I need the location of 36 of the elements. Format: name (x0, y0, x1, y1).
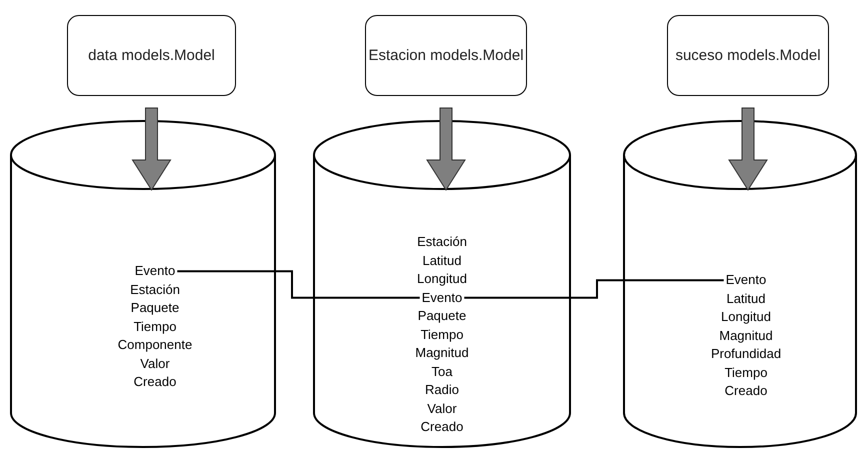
field-name: Valor (140, 354, 170, 373)
database-cylinder (623, 120, 857, 448)
field-name: Valor (427, 400, 457, 418)
field-name: Creado (420, 418, 464, 436)
field-name: Radio (425, 381, 459, 400)
field-name: Latitud (422, 252, 462, 270)
field-name: Estación (417, 233, 467, 252)
field-name: Longitud (721, 308, 771, 326)
database-cylinder (10, 120, 276, 448)
field-name: Tiempo (724, 364, 768, 382)
field-name: Toa (432, 362, 452, 381)
field-name: Latitud (726, 290, 766, 308)
field-name: Componente (118, 336, 192, 354)
block-arrow (728, 108, 768, 191)
block-arrow (132, 108, 172, 191)
field-name: Creado (134, 373, 176, 392)
model-box: Estacion models.Model (365, 15, 527, 96)
connector-line (177, 270, 420, 299)
field-name: Profundidad (710, 345, 782, 364)
database-cylinder (313, 120, 571, 448)
field-name: Evento (422, 288, 462, 307)
field-name: Tiempo (134, 318, 176, 336)
field-name: Paquete (130, 299, 180, 318)
field-name: Evento (134, 262, 176, 280)
field-name: Magnitud (415, 344, 469, 362)
field-name: Longitud (417, 270, 467, 288)
field-name: Magnitud (719, 326, 773, 345)
field-name: Tiempo (420, 326, 464, 344)
model-box: data models.Model (67, 15, 236, 96)
block-arrow (426, 108, 466, 191)
field-name: Creado (724, 382, 768, 400)
field-name: Estación (130, 280, 180, 299)
model-box: suceso models.Model (667, 15, 829, 96)
connector-line (464, 279, 724, 299)
field-name: Evento (726, 271, 766, 290)
field-name: Paquete (418, 307, 466, 326)
